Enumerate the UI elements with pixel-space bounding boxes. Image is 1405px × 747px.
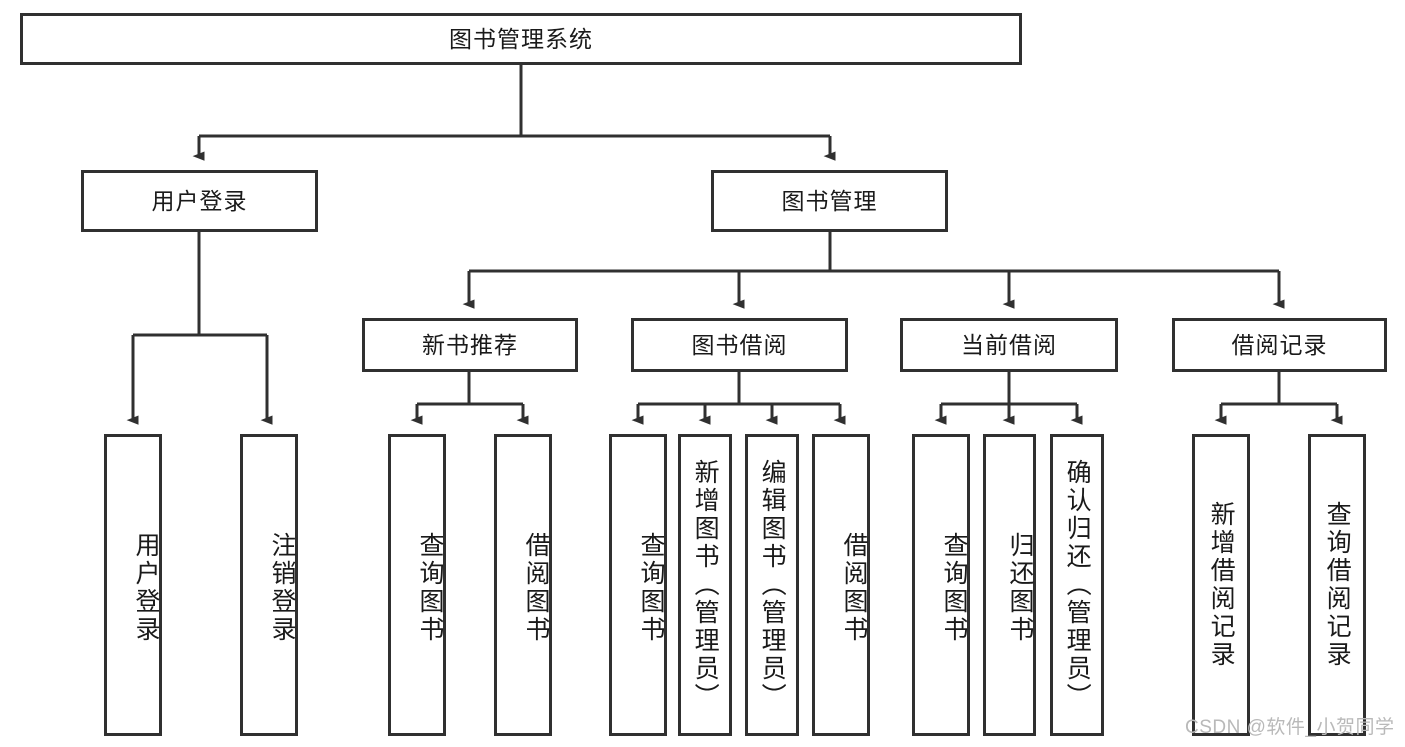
node-leaf-borrow-books-borrowing[interactable]: 借阅图书 xyxy=(812,434,870,736)
node-user-login[interactable]: 用户登录 xyxy=(81,170,318,232)
node-current-borrowing[interactable]: 当前借阅 xyxy=(900,318,1118,372)
node-label: 当前借阅 xyxy=(961,331,1057,358)
node-label: 归还图书 xyxy=(1006,532,1034,644)
node-leaf-edit-book-admin[interactable]: 编辑图书（管理员） xyxy=(745,434,799,736)
node-label: 新增图书（管理员） xyxy=(691,459,720,711)
node-label: 图书借阅 xyxy=(691,331,788,358)
node-label: 图书管理系统 xyxy=(449,25,593,52)
node-book-management-system[interactable]: 图书管理系统 xyxy=(20,13,1022,65)
node-borrowing-record[interactable]: 借阅记录 xyxy=(1172,318,1387,372)
node-label: 确认归还（管理员） xyxy=(1063,459,1092,711)
node-leaf-return-books[interactable]: 归还图书 xyxy=(983,434,1036,736)
node-leaf-confirm-return-admin[interactable]: 确认归还（管理员） xyxy=(1050,434,1104,736)
node-leaf-query-books-borrowing[interactable]: 查询图书 xyxy=(609,434,667,736)
node-label: 注销登录 xyxy=(268,532,296,644)
node-label: 借阅图书 xyxy=(522,532,550,644)
node-leaf-add-book-admin[interactable]: 新增图书（管理员） xyxy=(678,434,732,736)
node-label: 新增借阅记录 xyxy=(1207,501,1236,669)
node-leaf-borrow-books-new-book[interactable]: 借阅图书 xyxy=(494,434,552,736)
node-label: 编辑图书（管理员） xyxy=(758,459,787,711)
node-label: 用户登录 xyxy=(132,532,160,644)
node-leaf-logout[interactable]: 注销登录 xyxy=(240,434,298,736)
node-label: 新书推荐 xyxy=(422,331,518,358)
node-label: 借阅记录 xyxy=(1231,331,1328,358)
node-label: 查询图书 xyxy=(637,532,665,644)
node-book-management[interactable]: 图书管理 xyxy=(711,170,948,232)
node-label: 查询借阅记录 xyxy=(1323,501,1352,669)
node-leaf-query-books-current[interactable]: 查询图书 xyxy=(912,434,970,736)
node-leaf-query-borrow-record[interactable]: 查询借阅记录 xyxy=(1308,434,1366,736)
node-leaf-user-login[interactable]: 用户登录 xyxy=(104,434,162,736)
node-label: 查询图书 xyxy=(416,532,444,644)
csdn-watermark: CSDN @软件_小贺同学 xyxy=(1185,717,1395,738)
node-new-book-recommendation[interactable]: 新书推荐 xyxy=(362,318,578,372)
node-leaf-query-books-new-book[interactable]: 查询图书 xyxy=(388,434,446,736)
node-label: 用户登录 xyxy=(151,187,248,214)
node-label: 图书管理 xyxy=(781,187,878,214)
node-label: 借阅图书 xyxy=(840,532,868,644)
node-label: 查询图书 xyxy=(940,532,968,644)
node-leaf-add-borrow-record[interactable]: 新增借阅记录 xyxy=(1192,434,1250,736)
node-book-borrowing[interactable]: 图书借阅 xyxy=(631,318,848,372)
